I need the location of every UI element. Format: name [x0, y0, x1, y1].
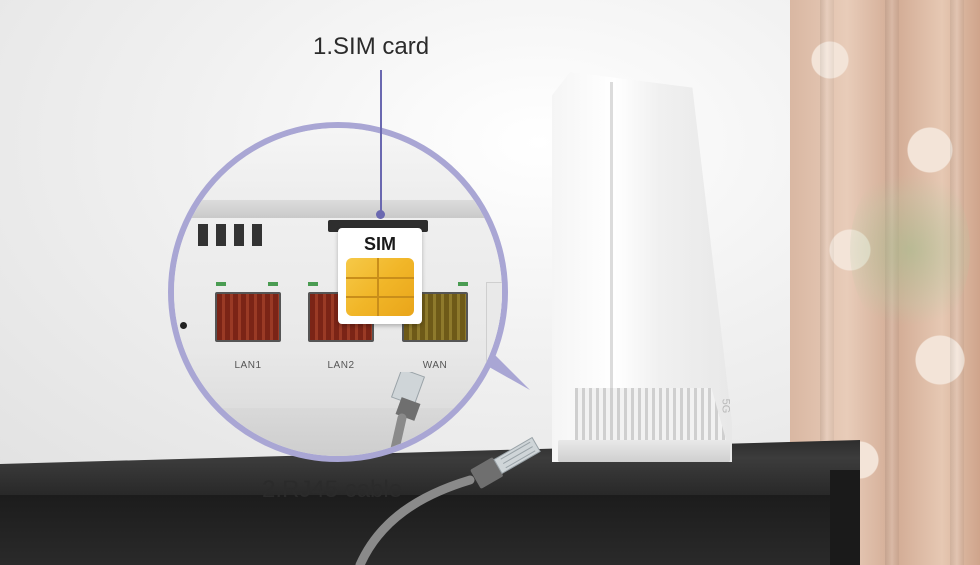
vent-slot — [234, 224, 244, 246]
rj45-cable-zoomed — [388, 372, 426, 456]
router-bottom-edge — [174, 408, 502, 456]
router-logo: 5G — [719, 398, 732, 414]
router-base — [558, 440, 730, 462]
port-led — [458, 282, 468, 286]
router-seam — [610, 82, 613, 422]
port-led — [268, 282, 278, 286]
sim-card-callout: 1.SIM card — [313, 33, 430, 60]
router-ridge — [174, 200, 502, 218]
plant-blur — [850, 160, 970, 340]
table-leg — [830, 470, 860, 565]
magnified-panel: LAN1 LAN2 WAN SIM — [168, 122, 508, 462]
rj45-cable-callout: 2.RJ45 cable — [262, 476, 403, 503]
sim-card-label: SIM — [363, 234, 396, 254]
vent-slot — [216, 224, 226, 246]
reset-button — [180, 322, 187, 329]
router-top-surface — [174, 128, 502, 212]
sim-callout-dot — [376, 210, 385, 219]
sim-callout-line — [380, 70, 382, 213]
table-edge — [0, 495, 860, 565]
lan1-port — [215, 292, 281, 342]
sim-chip-icon — [346, 258, 414, 316]
vent-slot — [252, 224, 262, 246]
lan2-label: LAN2 — [327, 360, 355, 371]
lan1-label: LAN1 — [234, 360, 262, 371]
wan-label: WAN — [422, 360, 448, 371]
curtain-fold — [820, 0, 834, 565]
side-recess — [486, 282, 502, 374]
sim-card: SIM — [338, 228, 422, 324]
vent-slot — [198, 224, 208, 246]
port-led — [216, 282, 226, 286]
curtain — [790, 0, 980, 565]
port-led — [308, 282, 318, 286]
